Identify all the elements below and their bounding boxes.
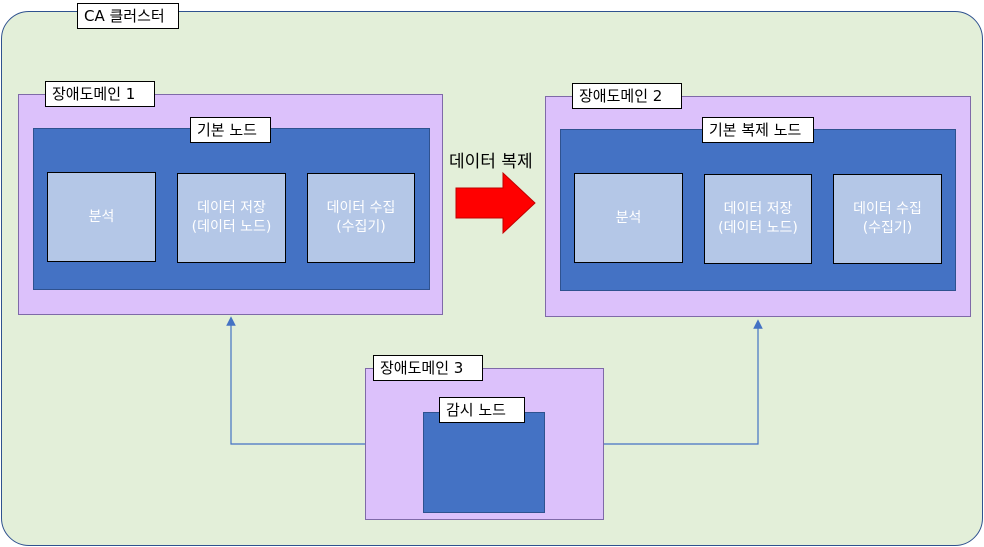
component-line2: (수집기) <box>336 219 386 235</box>
analysis-component: 분석 <box>47 172 156 262</box>
data-storage-component: 데이터 저장 (데이터 노드) <box>177 173 286 263</box>
data-storage-component: 데이터 저장 (데이터 노드) <box>704 174 812 264</box>
primary-node-label: 기본 노드 <box>190 117 271 143</box>
cluster-label: CA 클러스터 <box>77 3 179 29</box>
component-line1: 데이터 수집 <box>853 201 922 217</box>
component-line1: 분석 <box>615 209 642 226</box>
component-line2: (데이터 노드) <box>718 220 798 236</box>
fault-domain-3-label: 장애도메인 3 <box>373 355 483 381</box>
replica-node-label: 기본 복제 노드 <box>702 117 814 143</box>
fault-domain-2-label: 장애도메인 2 <box>572 83 682 109</box>
analysis-component: 분석 <box>574 173 683 263</box>
witness-to-domain2-connector <box>604 319 763 445</box>
component-line1: 데이터 저장 <box>197 200 266 216</box>
witness-node <box>423 412 545 513</box>
component-line2: (데이터 노드) <box>191 219 272 235</box>
replication-label: 데이터 복제 <box>449 152 533 172</box>
component-line2: (수집기) <box>862 220 913 236</box>
witness-to-domain1-connector <box>226 316 365 445</box>
replication-arrow-icon <box>455 171 536 235</box>
data-collection-component: 데이터 수집 (수집기) <box>833 174 942 264</box>
data-collection-component: 데이터 수집 (수집기) <box>307 173 415 263</box>
component-line1: 데이터 수집 <box>326 200 396 216</box>
fault-domain-1-label: 장애도메인 1 <box>45 81 155 107</box>
witness-node-label: 감시 노드 <box>439 397 525 423</box>
component-line1: 데이터 저장 <box>723 201 793 217</box>
component-line1: 분석 <box>88 208 115 225</box>
